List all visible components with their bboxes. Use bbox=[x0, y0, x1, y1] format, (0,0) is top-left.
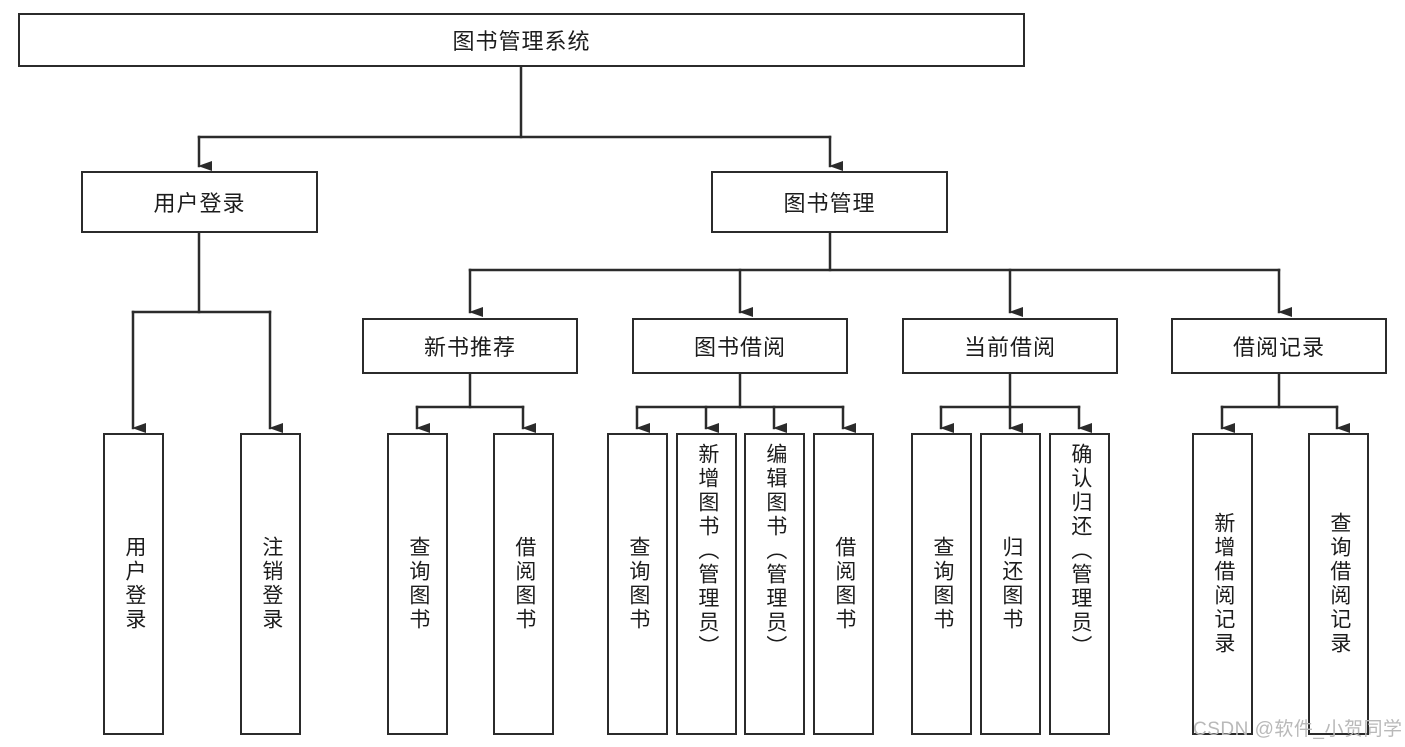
node-leaf-query-borrow-record[interactable]: 查询借阅记录 bbox=[1308, 433, 1369, 735]
node-label: 新增图书（管理员） bbox=[695, 443, 719, 659]
node-label: 借阅图书 bbox=[832, 536, 856, 632]
node-book-borrow[interactable]: 图书借阅 bbox=[632, 318, 848, 374]
node-leaf-borrow-book-recommend[interactable]: 借阅图书 bbox=[493, 433, 554, 735]
node-book-management[interactable]: 图书管理 bbox=[711, 171, 948, 233]
node-user-login[interactable]: 用户登录 bbox=[81, 171, 318, 233]
node-leaf-borrow-book[interactable]: 借阅图书 bbox=[813, 433, 874, 735]
node-leaf-query-book-recommend[interactable]: 查询图书 bbox=[387, 433, 448, 735]
node-label: 图书管理 bbox=[783, 191, 876, 216]
node-label: 图书管理系统 bbox=[452, 29, 591, 54]
node-label: 新书推荐 bbox=[423, 335, 516, 360]
node-label: 新增借阅记录 bbox=[1211, 512, 1235, 656]
node-leaf-confirm-return-admin[interactable]: 确认归还（管理员） bbox=[1049, 433, 1110, 735]
node-label: 图书借阅 bbox=[693, 335, 786, 360]
node-label: 查询借阅记录 bbox=[1327, 512, 1351, 656]
node-label: 确认归还（管理员） bbox=[1068, 443, 1092, 659]
node-label: 注销登录 bbox=[259, 536, 283, 632]
node-leaf-user-login[interactable]: 用户登录 bbox=[103, 433, 164, 735]
node-root-system[interactable]: 图书管理系统 bbox=[18, 13, 1025, 67]
node-label: 借阅记录 bbox=[1232, 335, 1325, 360]
node-label: 编辑图书（管理员） bbox=[763, 443, 787, 659]
node-label: 用户登录 bbox=[122, 536, 146, 632]
node-label: 用户登录 bbox=[153, 191, 246, 216]
node-label: 查询图书 bbox=[930, 536, 954, 632]
node-label: 当前借阅 bbox=[963, 335, 1056, 360]
node-leaf-query-book-current[interactable]: 查询图书 bbox=[911, 433, 972, 735]
node-leaf-add-borrow-record[interactable]: 新增借阅记录 bbox=[1192, 433, 1253, 735]
node-label: 查询图书 bbox=[626, 536, 650, 632]
node-label: 归还图书 bbox=[999, 536, 1023, 632]
node-new-book-recommend[interactable]: 新书推荐 bbox=[362, 318, 578, 374]
node-leaf-query-book-borrow[interactable]: 查询图书 bbox=[607, 433, 668, 735]
node-label: 查询图书 bbox=[406, 536, 430, 632]
node-leaf-add-book-admin[interactable]: 新增图书（管理员） bbox=[676, 433, 737, 735]
node-current-borrow[interactable]: 当前借阅 bbox=[902, 318, 1118, 374]
node-label: 借阅图书 bbox=[512, 536, 536, 632]
node-leaf-edit-book-admin[interactable]: 编辑图书（管理员） bbox=[744, 433, 805, 735]
watermark: CSDN @软件_小贺同学 bbox=[1193, 719, 1403, 740]
node-leaf-logout[interactable]: 注销登录 bbox=[240, 433, 301, 735]
node-leaf-return-book[interactable]: 归还图书 bbox=[980, 433, 1041, 735]
node-borrow-record[interactable]: 借阅记录 bbox=[1171, 318, 1387, 374]
